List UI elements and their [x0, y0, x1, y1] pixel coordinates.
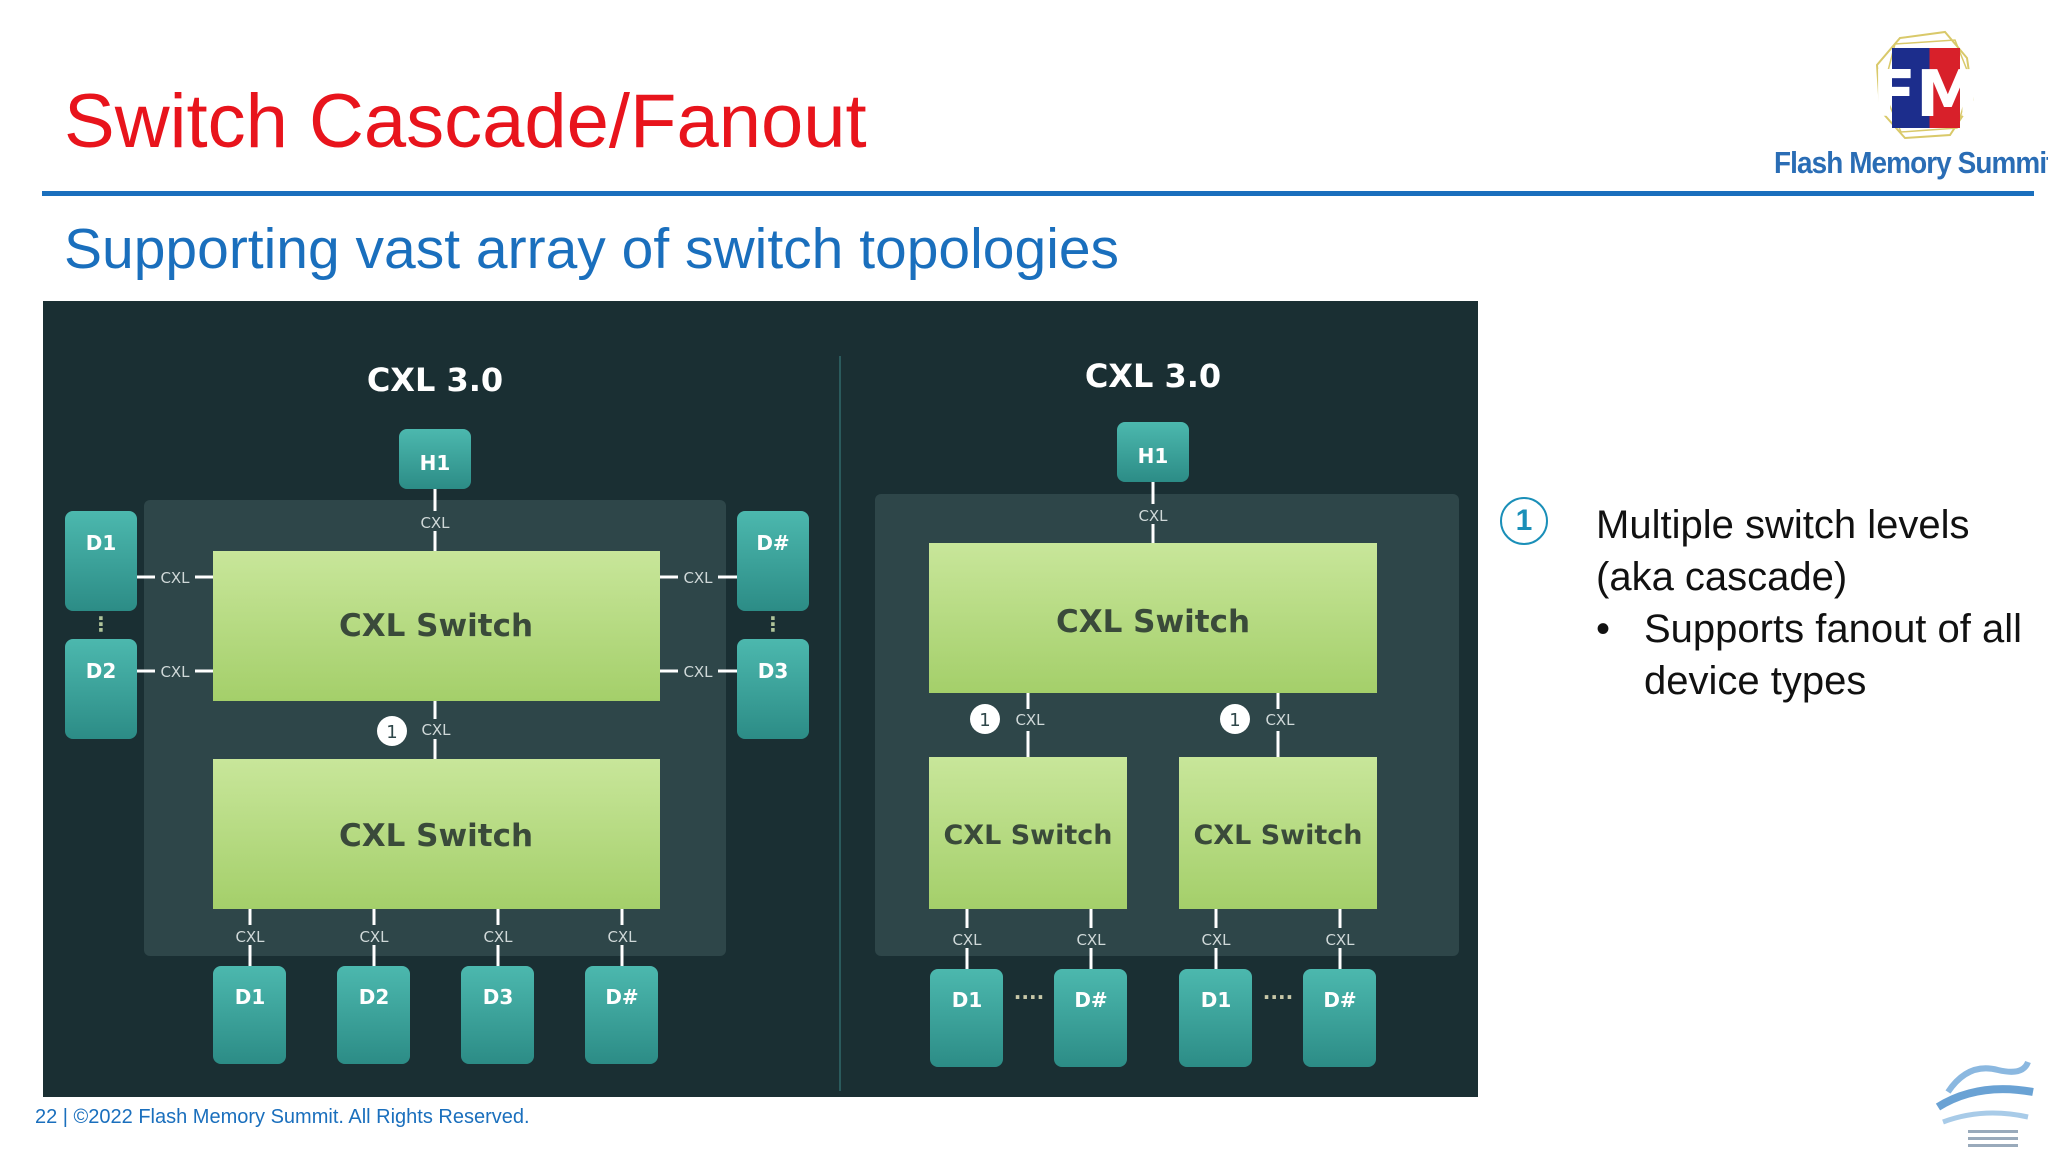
- svg-text:CXL: CXL: [952, 931, 982, 949]
- svg-text:D1: D1: [235, 985, 266, 1009]
- left-side-d3-label: D3: [758, 659, 789, 683]
- flash-memory-summit-logo: FM Flash Memory Summit: [1745, 30, 2048, 190]
- left-cxl-link-d3: CXL: [683, 663, 713, 681]
- anniversary-logo-icon: [1935, 1060, 2034, 1147]
- right-cascade-marker-right: [1220, 704, 1250, 734]
- left-heading: CXL 3.0: [367, 361, 503, 399]
- right-switch-left-label: CXL Switch: [943, 820, 1112, 851]
- right-bottom-device-d1-b: [1179, 969, 1252, 1067]
- left-host-label: H1: [420, 451, 451, 475]
- left-side-device-d2: [65, 639, 137, 739]
- svg-text:⋮: ⋮: [763, 612, 783, 636]
- right-bottom-device-d1-a: [930, 969, 1003, 1067]
- left-bottom-device-d1: [213, 966, 286, 1064]
- left-switch-bottom-label: CXL Switch: [339, 818, 533, 854]
- svg-text:CXL: CXL: [359, 928, 389, 946]
- slide-subtitle: Supporting vast array of switch topologi…: [64, 217, 1120, 281]
- cxl-topology-diagram: CXL 3.0 H1 CXL CXL Switch D1 D2 ⋮ CXL CX…: [43, 301, 1478, 1097]
- left-bottom-device-d3: [461, 966, 534, 1064]
- title-divider: [42, 191, 2034, 196]
- callout-text: Multiple switch levels (aka cascade): [1596, 503, 1970, 599]
- right-bottom-device-dhash-b: [1303, 969, 1376, 1067]
- svg-text:D#: D#: [605, 985, 638, 1009]
- logo-text: Flash Memory Summit: [1774, 145, 2048, 180]
- svg-text:CXL: CXL: [235, 928, 265, 946]
- svg-text:CXL: CXL: [1015, 711, 1045, 729]
- right-bottom-device-dhash-a: [1054, 969, 1127, 1067]
- right-heading: CXL 3.0: [1085, 357, 1221, 395]
- right-switch-top: [929, 543, 1377, 693]
- right-switch-right-label: CXL Switch: [1193, 820, 1362, 851]
- right-cxl-link-host: CXL: [1138, 507, 1168, 525]
- right-topology: CXL 3.0 H1 CXL CXL Switch 1 CXL 1 CXL CX…: [875, 357, 1459, 1067]
- svg-text:CXL: CXL: [483, 928, 513, 946]
- left-cxl-link-cascade: CXL: [421, 721, 451, 739]
- svg-text:CXL: CXL: [1265, 711, 1295, 729]
- right-cascade-marker-left: [970, 704, 1000, 734]
- slide-title: Switch Cascade/Fanout: [64, 79, 867, 164]
- right-ellipsis-left: ····: [1014, 985, 1044, 1009]
- svg-text:1: 1: [1229, 710, 1240, 731]
- footer-text: 22 | ©2022 Flash Memory Summit. All Righ…: [35, 1106, 530, 1128]
- left-switch-top: [213, 551, 660, 701]
- right-side-device-dhash: [737, 511, 809, 611]
- svg-text:D#: D#: [1323, 988, 1356, 1012]
- svg-text:CXL: CXL: [607, 928, 637, 946]
- left-bottom-device-dhash: [585, 966, 658, 1064]
- svg-text:1: 1: [979, 710, 990, 731]
- callout-number: 1: [1500, 497, 1548, 545]
- svg-text:D1: D1: [952, 988, 983, 1012]
- left-bottom-device-d2: [337, 966, 410, 1064]
- left-cascade-marker-number: 1: [386, 722, 397, 743]
- left-side-d1-label: D1: [86, 531, 117, 555]
- left-cxl-link-host: CXL: [420, 514, 450, 532]
- right-ellipsis-right: ····: [1263, 985, 1293, 1009]
- right-switch-top-label: CXL Switch: [1056, 604, 1250, 640]
- callout-sub-text: Supports fanout of all device types: [1644, 607, 2023, 703]
- left-switch-bottom: [213, 759, 660, 909]
- right-switch-left: [929, 757, 1127, 909]
- left-switch-top-label: CXL Switch: [339, 608, 533, 644]
- logo-letters: FM: [1872, 58, 1979, 132]
- left-cxl-link-d1: CXL: [160, 569, 190, 587]
- svg-text:D2: D2: [359, 985, 390, 1009]
- svg-text:CXL: CXL: [1325, 931, 1355, 949]
- right-host-label: H1: [1138, 444, 1169, 468]
- svg-text:D#: D#: [1074, 988, 1107, 1012]
- left-side-d2-label: D2: [86, 659, 117, 683]
- left-side-device-d1: [65, 511, 137, 611]
- svg-text:D1: D1: [1201, 988, 1232, 1012]
- right-host-h1: [1117, 422, 1189, 482]
- right-switch-right: [1179, 757, 1377, 909]
- svg-text:⋮: ⋮: [91, 612, 111, 636]
- left-cxl-link-d2: CXL: [160, 663, 190, 681]
- fms-emblem-icon: FM: [1872, 30, 1980, 140]
- right-side-device-d3: [737, 639, 809, 739]
- svg-text:CXL: CXL: [1201, 931, 1231, 949]
- svg-text:CXL: CXL: [1076, 931, 1106, 949]
- left-topology: CXL 3.0 H1 CXL CXL Switch D1 D2 ⋮ CXL CX…: [65, 361, 809, 1064]
- left-cascade-marker: [377, 716, 407, 746]
- left-side-dhash-label: D#: [756, 531, 789, 555]
- bullet-icon: •: [1596, 607, 1611, 651]
- svg-text:D3: D3: [483, 985, 514, 1009]
- left-cxl-link-dhash: CXL: [683, 569, 713, 587]
- left-host-h1: [399, 429, 471, 489]
